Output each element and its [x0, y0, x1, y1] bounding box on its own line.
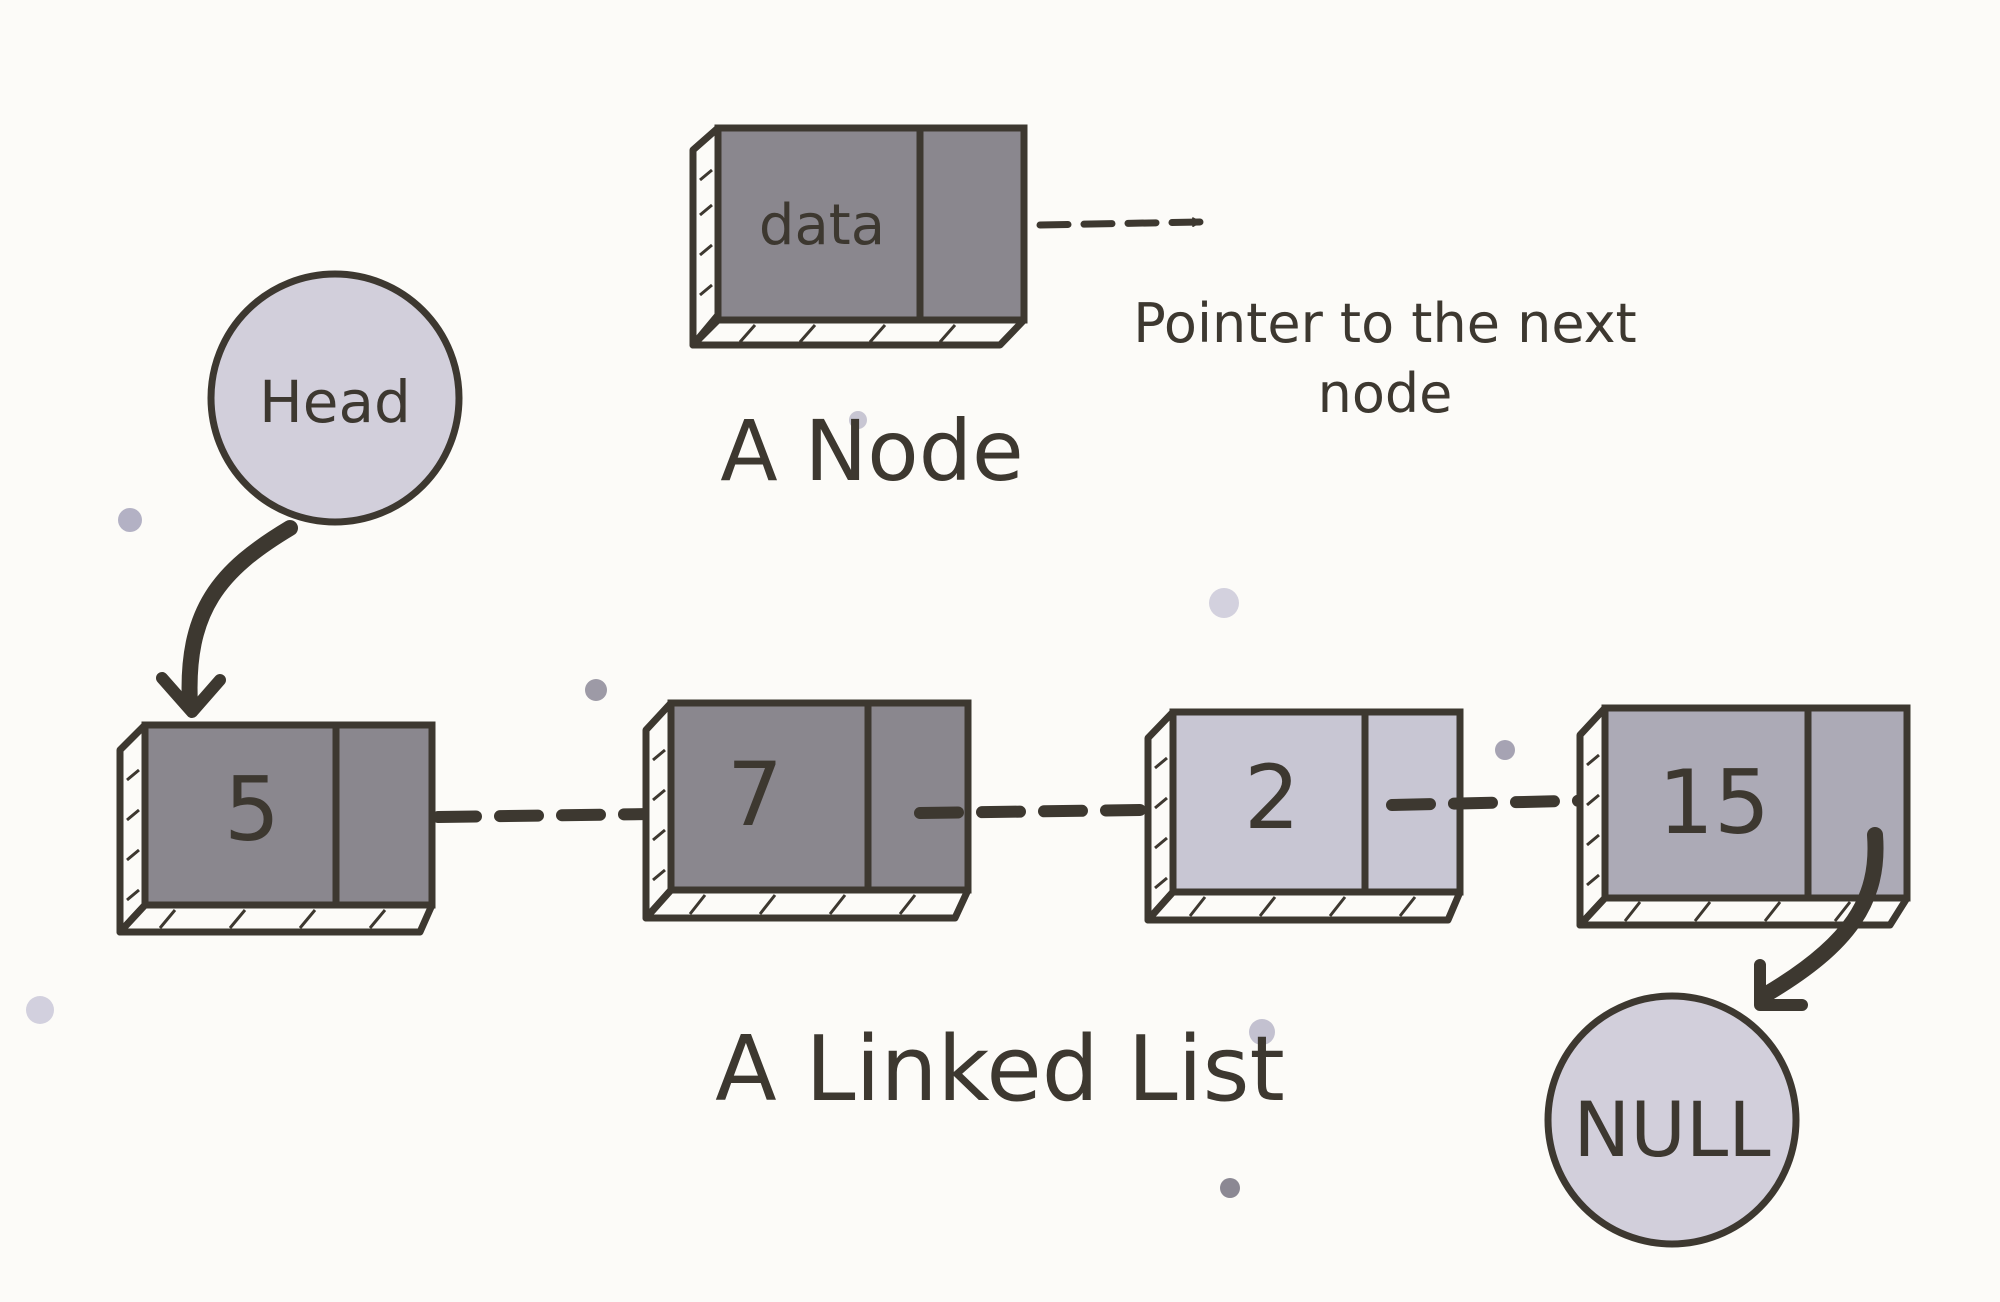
- pointer-caption-line2: node: [1318, 362, 1453, 425]
- legend-node: data: [689, 124, 1028, 349]
- null-label: NULL: [1573, 1085, 1770, 1174]
- legend-data-label: data: [759, 193, 885, 258]
- list-node-1: 5: [116, 721, 436, 936]
- linked-list-title: A Linked List: [715, 1017, 1285, 1122]
- list-node-2: 7: [642, 699, 972, 922]
- node-2-value: 7: [727, 743, 783, 846]
- head-arrow: [181, 520, 298, 713]
- list-node-3: 2: [1144, 708, 1464, 924]
- head-circle: Head: [207, 270, 463, 526]
- null-arrow: [1757, 827, 1884, 1003]
- decorative-dots: [26, 411, 1515, 1198]
- null-circle: NULL: [1544, 992, 1800, 1248]
- pointer-arrow-1-2: [432, 808, 656, 823]
- pointer-caption-line1: Pointer to the next: [1133, 292, 1636, 355]
- node-1-value: 5: [224, 758, 280, 861]
- node-3-value: 2: [1244, 746, 1300, 849]
- pointer-arrow-3-4: [1386, 794, 1616, 811]
- legend-pointer-arrow: [1036, 217, 1204, 229]
- node-4-value: 15: [1658, 751, 1770, 854]
- pointer-arrow-2-3: [914, 804, 1146, 819]
- node-title: A Node: [720, 402, 1023, 500]
- head-label: Head: [259, 368, 411, 436]
- list-node-4: 15: [1576, 704, 1911, 929]
